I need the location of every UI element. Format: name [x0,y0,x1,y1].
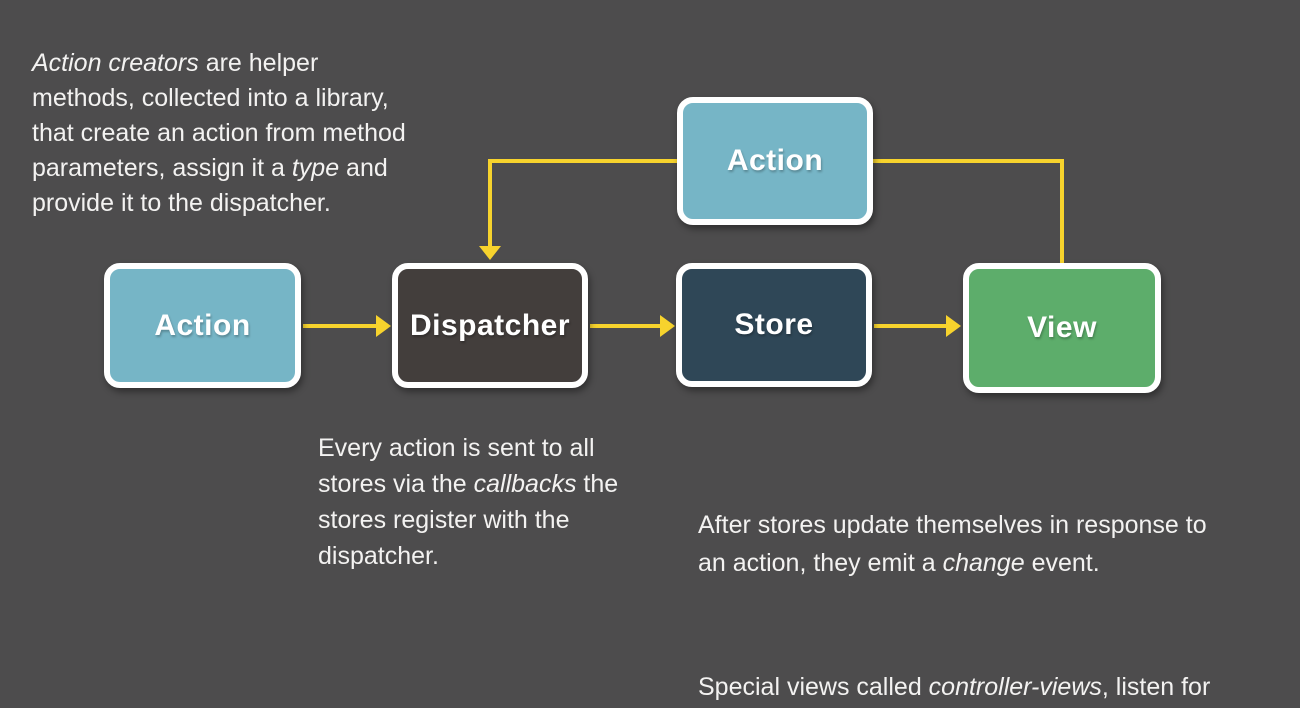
dispatcher-node: Dispatcher [392,263,588,388]
action-creators-note: Action creators are helper methods, coll… [32,49,406,217]
connector-dispatcher-to-store [590,324,662,328]
view-node: View [963,263,1161,393]
dispatcher-note: Every action is sent to all stores via t… [318,434,619,570]
store-note-paragraph-1: After stores update themselves in respon… [698,511,1207,577]
arrowhead-right-into-dispatcher [376,315,391,337]
store-view-note: After stores update themselves in respon… [698,430,1210,708]
action-top-node: Action [677,97,873,225]
connector-action-left-to-dispatcher [303,324,378,328]
store-note-paragraph-2: Special views called controller-views, l… [698,673,1211,701]
dispatcher-label: Dispatcher [409,308,571,342]
connector-view-to-action-vertical [1060,159,1064,263]
store-node: Store [676,263,872,387]
action-left-label: Action [154,308,251,342]
connector-store-to-view [874,324,948,328]
arrowhead-right-into-view [946,315,961,337]
store-label: Store [734,308,814,341]
connector-action-to-dispatcher-horizontal [488,159,677,163]
connector-action-to-dispatcher-vertical [488,159,492,247]
arrowhead-right-into-store [660,315,675,337]
action-top-label: Action [726,144,824,177]
action-left-node: Action [104,263,301,388]
view-label: View [1027,311,1097,344]
connector-view-to-action-horizontal [873,159,1064,163]
arrowhead-down-into-dispatcher [479,246,501,260]
